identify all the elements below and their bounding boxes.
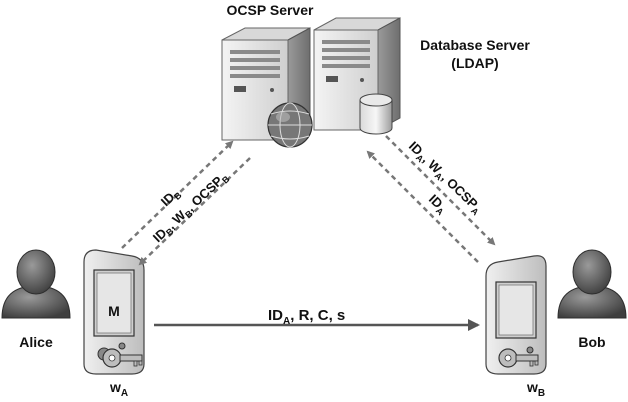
- database-server-label: Database Server: [420, 37, 530, 53]
- ocsp-server-label: OCSP Server: [227, 2, 314, 18]
- database-cylinder-icon: [359, 93, 393, 135]
- alice-pda-icon: [83, 249, 145, 375]
- ldap-label: (LDAP): [451, 55, 498, 71]
- bob-person-icon: [557, 249, 627, 319]
- alice-label: Alice: [19, 334, 53, 350]
- msg-direct: IDA, R, C, s: [268, 307, 345, 327]
- bob-device-label: wB: [526, 379, 545, 399]
- msg-right-request: IDA: [425, 191, 451, 217]
- alice-device-label: wA: [109, 379, 128, 399]
- bob-label: Bob: [578, 334, 605, 350]
- alice-key-icon: [102, 348, 143, 368]
- arrow-ocsp-to-bob: [385, 135, 496, 246]
- globe-icon: [267, 102, 313, 148]
- msg-left-response: IDB, WB, OCSPB: [150, 168, 232, 246]
- msg-right-response: IDA, WA, OCSPA: [405, 138, 486, 217]
- alice-screen-label: M: [108, 303, 120, 319]
- arrow-alice-to-ocsp: [121, 140, 234, 249]
- bob-key-icon: [498, 348, 539, 368]
- alice-person-icon: [1, 249, 71, 319]
- arrow-bob-to-ocsp: [366, 150, 479, 263]
- bob-pda-icon: [485, 255, 547, 375]
- msg-left-request: IDB: [158, 185, 184, 211]
- arrow-ocsp-to-alice: [138, 157, 251, 266]
